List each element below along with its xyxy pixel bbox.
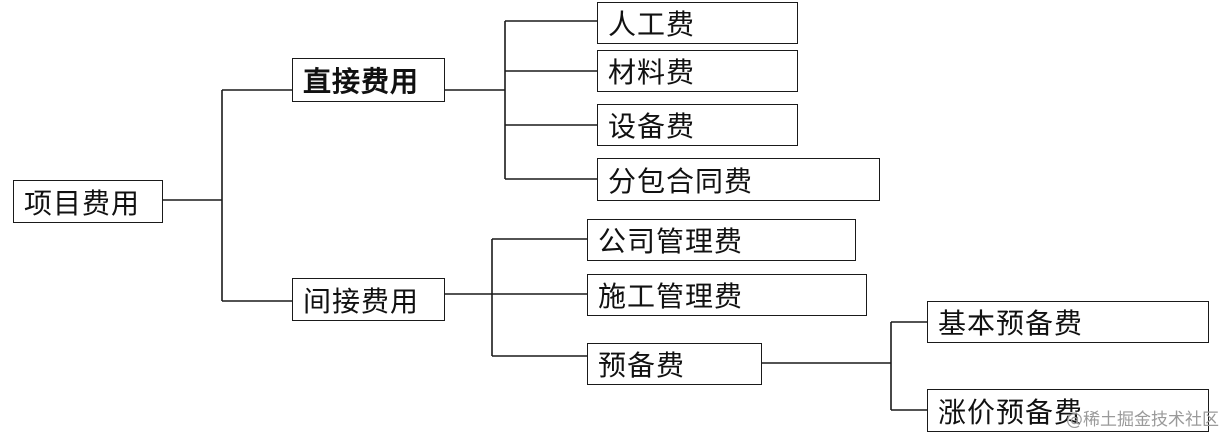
node-project-cost: 项目费用 (13, 180, 163, 223)
node-company-mgmt-cost: 公司管理费 (587, 219, 856, 261)
node-construction-mgmt-cost: 施工管理费 (587, 274, 867, 316)
node-labor-cost: 人工费 (597, 2, 798, 44)
node-material-cost: 材料费 (597, 50, 798, 92)
node-reserve-cost: 预备费 (587, 343, 762, 385)
node-subcontract-cost: 分包合同费 (597, 158, 880, 201)
node-equipment-cost: 设备费 (597, 104, 798, 146)
node-basic-reserve: 基本预备费 (927, 301, 1209, 343)
node-price-reserve: 涨价预备费 (927, 389, 1209, 432)
watermark: @稀土掘金技术社区 (1066, 410, 1219, 430)
node-direct-cost: 直接费用 (292, 58, 445, 102)
node-indirect-cost: 间接费用 (292, 278, 445, 321)
